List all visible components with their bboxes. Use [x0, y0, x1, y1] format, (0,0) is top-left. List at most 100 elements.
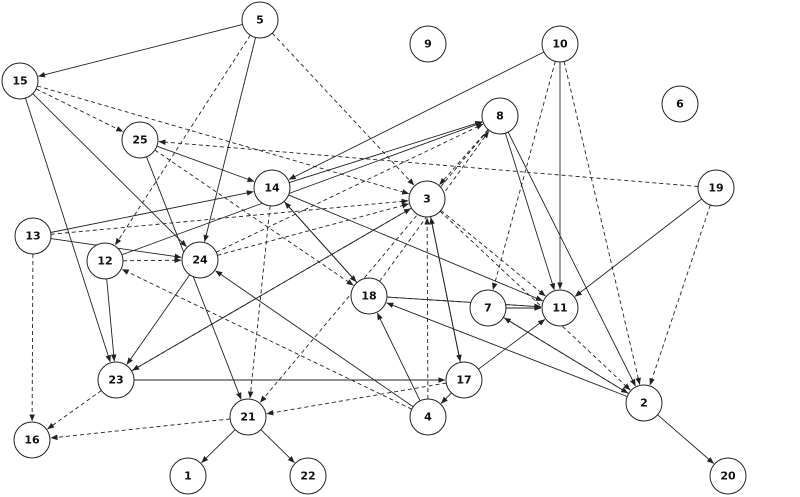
edge-17-to-21 — [266, 382, 447, 416]
node-circle — [541, 25, 579, 63]
node-circle — [408, 180, 446, 218]
edge-17-to-11 — [478, 319, 546, 370]
node-label: 3 — [423, 193, 431, 206]
node-label: 2 — [640, 397, 648, 410]
node-21: 21 — [229, 398, 267, 436]
edge-8-to-2 — [507, 131, 636, 387]
edge-2-to-18 — [386, 302, 628, 397]
node-5: 5 — [241, 1, 279, 39]
node-9: 9 — [409, 25, 447, 63]
node-circle — [481, 97, 519, 135]
node-2: 2 — [625, 384, 663, 422]
node-label: 10 — [552, 38, 568, 51]
edge-10-to-2 — [563, 61, 641, 385]
node-circle — [86, 242, 124, 280]
edge-17-to-4 — [440, 392, 452, 404]
edge-4-to-18 — [376, 312, 421, 401]
node-8: 8 — [481, 97, 519, 135]
edge-10-to-14 — [288, 51, 545, 180]
edge-13-to-14 — [50, 190, 254, 233]
node-circle — [289, 457, 327, 495]
node-circle — [121, 121, 159, 159]
node-label: 25 — [132, 134, 147, 147]
edge-17-to-3 — [429, 217, 461, 363]
edge-15-to-3 — [37, 85, 410, 195]
node-15: 15 — [1, 62, 39, 100]
node-label: 8 — [496, 110, 504, 123]
edge-12-to-24 — [122, 257, 182, 264]
edge-24-to-23 — [126, 274, 191, 365]
edge-21-to-22 — [260, 429, 295, 464]
node-19: 19 — [697, 169, 735, 207]
node-circle — [625, 384, 663, 422]
edge-4-to-3 — [424, 217, 430, 400]
node-label: 18 — [361, 290, 376, 303]
edge-21-to-16 — [50, 418, 231, 441]
node-20: 20 — [709, 457, 747, 495]
node-circle — [709, 457, 747, 495]
edge-21-to-1 — [201, 429, 236, 464]
node-25: 25 — [121, 121, 159, 159]
edge-25-to-14 — [156, 145, 255, 182]
node-label: 5 — [256, 14, 264, 27]
node-18: 18 — [350, 277, 388, 315]
edge-4-to-24 — [215, 270, 414, 408]
node-circle — [350, 277, 388, 315]
edge-12-to-8 — [121, 122, 483, 256]
edge-4-to-12 — [121, 268, 412, 410]
edge-8-to-3 — [439, 129, 489, 185]
node-label: 21 — [240, 411, 255, 424]
edge-18-to-11 — [386, 296, 542, 310]
node-circle — [253, 169, 291, 207]
edge-8-to-11 — [504, 133, 555, 291]
node-6: 6 — [661, 85, 699, 123]
node-circle — [541, 289, 579, 327]
edge-13-to-16 — [29, 253, 35, 422]
node-24: 24 — [181, 241, 219, 279]
node-label: 15 — [12, 75, 27, 88]
node-3: 3 — [408, 180, 446, 218]
node-14: 14 — [253, 169, 291, 207]
node-1: 1 — [169, 457, 207, 495]
node-10: 10 — [541, 25, 579, 63]
edge-25-to-21 — [146, 156, 242, 400]
edge-25-to-18 — [154, 149, 354, 286]
edge-23-to-3 — [131, 208, 411, 372]
node-circle — [697, 169, 735, 207]
edge-13-to-3 — [50, 198, 409, 235]
node-label: 20 — [720, 470, 736, 483]
edge-14-to-21 — [247, 205, 271, 399]
node-22: 22 — [289, 457, 327, 495]
edge-3-to-11 — [440, 210, 546, 297]
edge-15-to-24 — [32, 93, 187, 247]
node-label: 9 — [424, 38, 432, 51]
node-label: 6 — [676, 98, 684, 111]
edge-5-to-24 — [203, 37, 257, 242]
edge-12-to-23 — [106, 278, 117, 362]
node-circle — [409, 398, 447, 436]
node-17: 17 — [445, 361, 483, 399]
node-label: 19 — [708, 182, 723, 195]
edge-19-to-25 — [158, 139, 699, 187]
edge-layer — [25, 23, 714, 464]
edge-8-to-21 — [259, 129, 489, 403]
node-23: 23 — [97, 361, 135, 399]
edge-14-to-8 — [289, 121, 483, 184]
edge-24-to-8 — [216, 123, 484, 253]
edge-5-to-3 — [271, 32, 415, 186]
edge-15-to-25 — [36, 88, 124, 133]
node-circle — [229, 398, 267, 436]
edge-18-to-14 — [284, 201, 358, 283]
node-16: 16 — [13, 421, 51, 459]
node-circle — [13, 421, 51, 459]
node-circle — [169, 457, 207, 495]
node-label: 22 — [300, 470, 315, 483]
node-circle — [469, 289, 507, 327]
edge-3-to-2 — [439, 210, 631, 391]
node-4: 4 — [409, 398, 447, 436]
node-label: 12 — [97, 255, 112, 268]
edge-2-to-20 — [657, 414, 714, 464]
node-7: 7 — [469, 289, 507, 327]
edge-19-to-11 — [574, 198, 702, 297]
